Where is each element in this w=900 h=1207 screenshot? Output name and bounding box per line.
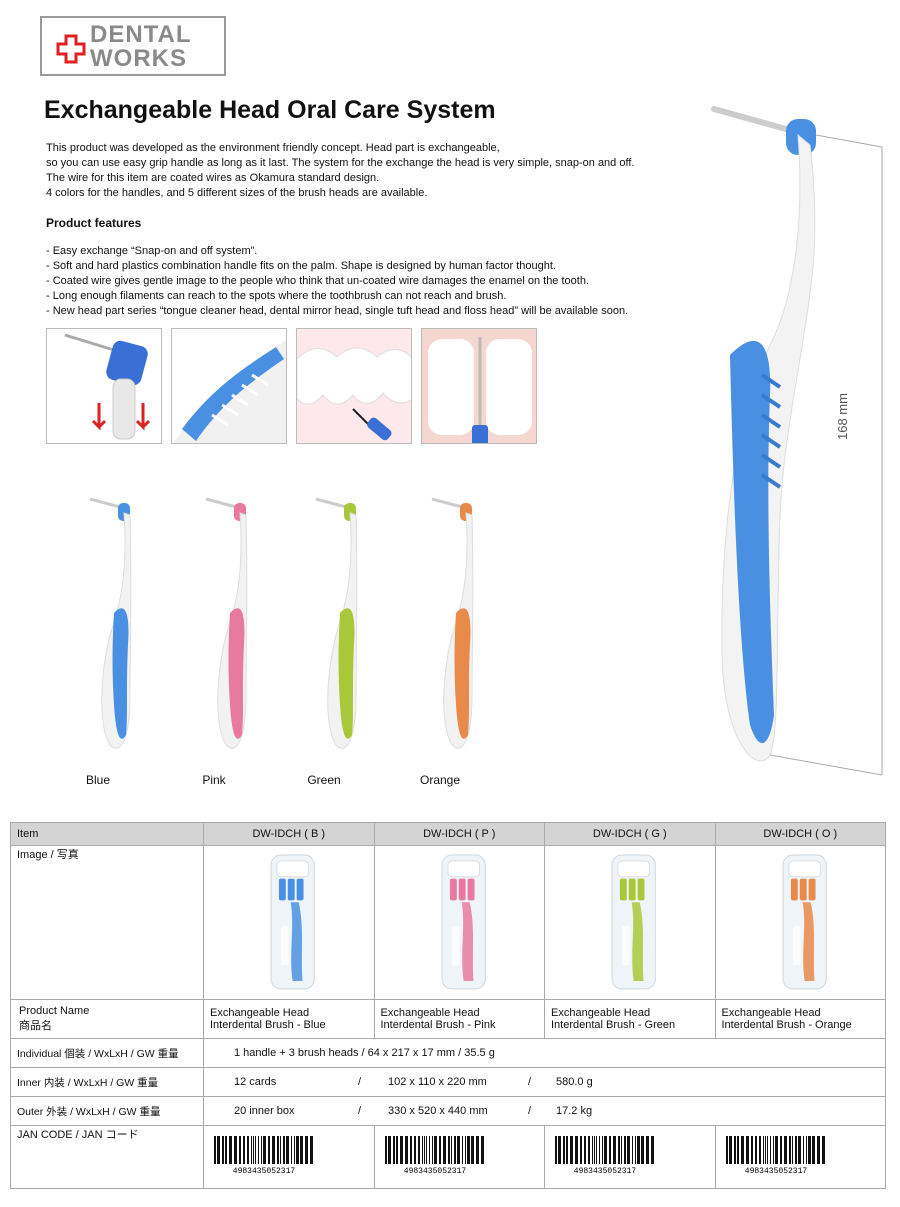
- product-name-line: Interdental Brush - Green: [551, 1019, 676, 1031]
- outer-value: 20 inner box/330 x 520 x 440 mm/17.2 kg: [203, 1096, 886, 1126]
- product-name-label: Product Name: [19, 1005, 90, 1017]
- jan-barcode-pink: 4983435052317: [373, 1125, 545, 1189]
- feature-item: - New head part series “tongue cleaner h…: [46, 305, 629, 317]
- outer-label: Outer 外装 / WxLxH / GW 重量: [10, 1096, 204, 1126]
- inner-value: 12 cards/102 x 110 x 220 mm/580.0 g: [203, 1067, 886, 1097]
- feature-item: - Long enough filaments can reach to the…: [46, 290, 507, 302]
- spec-table: Item DW-IDCH ( B ) DW-IDCH ( P ) DW-IDCH…: [10, 822, 886, 1189]
- product-name-line: Interdental Brush - Orange: [721, 1019, 852, 1031]
- product-name-line: Exchangeable Head: [551, 1007, 651, 1019]
- teeth-brushing-thumbnail: [296, 328, 412, 444]
- intro-line: The wire for this item are coated wires …: [46, 172, 380, 184]
- svg-text:4983435052317: 4983435052317: [403, 1167, 466, 1174]
- brush-blue: [89, 497, 132, 749]
- package-image-orange: [714, 845, 886, 1000]
- grip-handle-thumbnail: [171, 328, 287, 444]
- image-label: Image / 写真: [10, 845, 204, 1000]
- feature-item: - Soft and hard plastics combination han…: [46, 260, 556, 272]
- header-code-green: DW-IDCH ( G ): [544, 822, 716, 846]
- individual-value: 1 handle + 3 brush heads / 64 x 217 x 17…: [203, 1038, 886, 1068]
- intro-line: 4 colors for the handles, and 5 differen…: [46, 187, 428, 199]
- product-name-line: Interdental Brush - Blue: [210, 1019, 326, 1031]
- large-brush-illustration: [711, 106, 883, 776]
- svg-text:4983435052317: 4983435052317: [574, 1167, 637, 1174]
- snap-on-thumbnail: [46, 328, 162, 444]
- jan-barcode-green: 4983435052317: [544, 1125, 716, 1189]
- brush-green: [315, 497, 358, 749]
- brush-orange: [431, 497, 474, 749]
- svg-text:4983435052317: 4983435052317: [233, 1167, 296, 1174]
- color-label-orange: Orange: [419, 773, 461, 787]
- individual-label: Individual 個装 / WxLxH / GW 重量: [10, 1038, 204, 1068]
- intro-line: so you can use easy grip handle as long …: [46, 157, 635, 169]
- product-name-line: Interdental Brush - Pink: [380, 1019, 496, 1031]
- color-label-pink: Pink: [202, 773, 226, 787]
- intro-line: This product was developed as the enviro…: [46, 142, 500, 154]
- inner-label: Inner 内装 / WxLxH / GW 重量: [10, 1067, 204, 1097]
- jan-barcode-blue: 4983435052317: [203, 1125, 375, 1189]
- color-label-blue: Blue: [85, 773, 111, 787]
- color-variants-illustration: [89, 497, 474, 749]
- header-code-orange: DW-IDCH ( O ): [714, 822, 886, 846]
- color-label-green: Green: [307, 773, 341, 787]
- features-heading: Product features: [46, 216, 142, 230]
- page-title: Exchangeable Head Oral Care System: [44, 96, 496, 124]
- interdental-thumbnail: [421, 328, 537, 444]
- svg-text:4983435052317: 4983435052317: [744, 1167, 807, 1174]
- brand-logo: DENTAL WORKS: [40, 16, 226, 76]
- logo-line-1: DENTAL: [90, 21, 192, 48]
- product-name-line: Exchangeable Head: [210, 1007, 310, 1019]
- jan-label: JAN CODE / JAN コード: [10, 1125, 204, 1189]
- red-cross-icon: [56, 34, 86, 64]
- product-name-line: Exchangeable Head: [380, 1007, 480, 1019]
- header-code-pink: DW-IDCH ( P ): [373, 822, 545, 846]
- feature-item: - Coated wire gives gentle image to the …: [46, 275, 590, 287]
- package-image-pink: [373, 845, 545, 1000]
- logo-line-2: WORKS: [90, 45, 187, 72]
- dimension-label: 168 mm: [835, 393, 850, 440]
- package-image-green: [544, 845, 716, 1000]
- brush-pink: [205, 497, 248, 749]
- jan-barcode-orange: 4983435052317: [714, 1125, 886, 1189]
- header-code-blue: DW-IDCH ( B ): [203, 822, 375, 846]
- header-item: Item: [10, 822, 204, 846]
- product-name-label-jp: 商品名: [19, 1020, 52, 1032]
- feature-item: - Easy exchange “Snap-on and off system”…: [46, 245, 258, 257]
- product-name-line: Exchangeable Head: [721, 1007, 821, 1019]
- package-image-blue: [203, 845, 375, 1000]
